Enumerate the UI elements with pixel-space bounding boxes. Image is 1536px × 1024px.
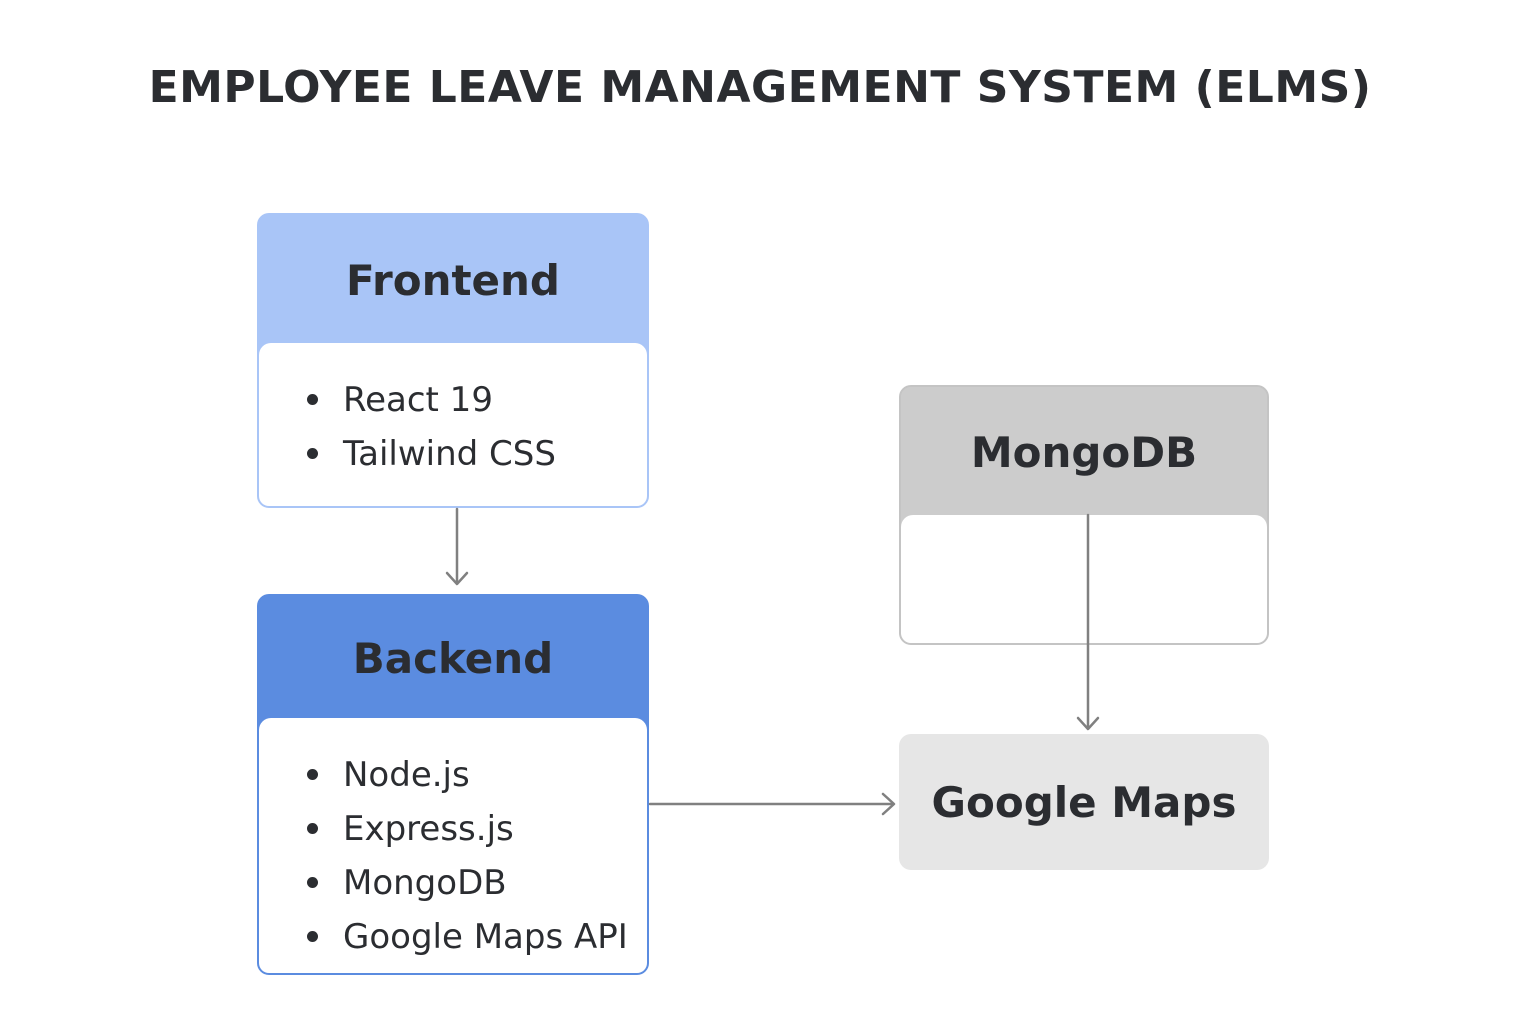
- frontend-header: Frontend: [259, 215, 647, 345]
- bullet-icon: [307, 931, 318, 942]
- frontend-item-list: React 19 Tailwind CSS: [303, 373, 556, 481]
- edge-backend-maps: [648, 792, 896, 816]
- bullet-icon: [307, 394, 318, 405]
- diagram-title: EMPLOYEE LEAVE MANAGEMENT SYSTEM (ELMS): [148, 62, 1372, 113]
- mongodb-body: [901, 515, 1267, 643]
- backend-body: Node.js Express.js MongoDB Google Maps A…: [259, 718, 647, 973]
- mongodb-header: MongoDB: [901, 387, 1267, 517]
- bullet-icon: [307, 769, 318, 780]
- backend-item-label: Google Maps API: [343, 917, 628, 957]
- bullet-icon: [307, 823, 318, 834]
- frontend-item-label: React 19: [343, 380, 493, 420]
- backend-item: Google Maps API: [303, 910, 628, 964]
- frontend-body: React 19 Tailwind CSS: [259, 343, 647, 506]
- edge-frontend-backend: [445, 507, 469, 586]
- bullet-icon: [307, 877, 318, 888]
- backend-header: Backend: [259, 596, 647, 720]
- backend-item: Node.js: [303, 748, 628, 802]
- frontend-item: Tailwind CSS: [303, 427, 556, 481]
- backend-item-label: Express.js: [343, 809, 514, 849]
- backend-item-label: Node.js: [343, 755, 470, 795]
- backend-item-list: Node.js Express.js MongoDB Google Maps A…: [303, 748, 628, 964]
- mongodb-node: MongoDB: [899, 385, 1269, 645]
- backend-node: Backend Node.js Express.js MongoDB Googl…: [257, 594, 649, 975]
- frontend-item-label: Tailwind CSS: [343, 434, 556, 474]
- backend-item-label: MongoDB: [343, 863, 507, 903]
- bullet-icon: [307, 448, 318, 459]
- google-maps-node: Google Maps: [899, 734, 1269, 870]
- frontend-node: Frontend React 19 Tailwind CSS: [257, 213, 649, 508]
- backend-item: Express.js: [303, 802, 628, 856]
- backend-item: MongoDB: [303, 856, 628, 910]
- frontend-item: React 19: [303, 373, 556, 427]
